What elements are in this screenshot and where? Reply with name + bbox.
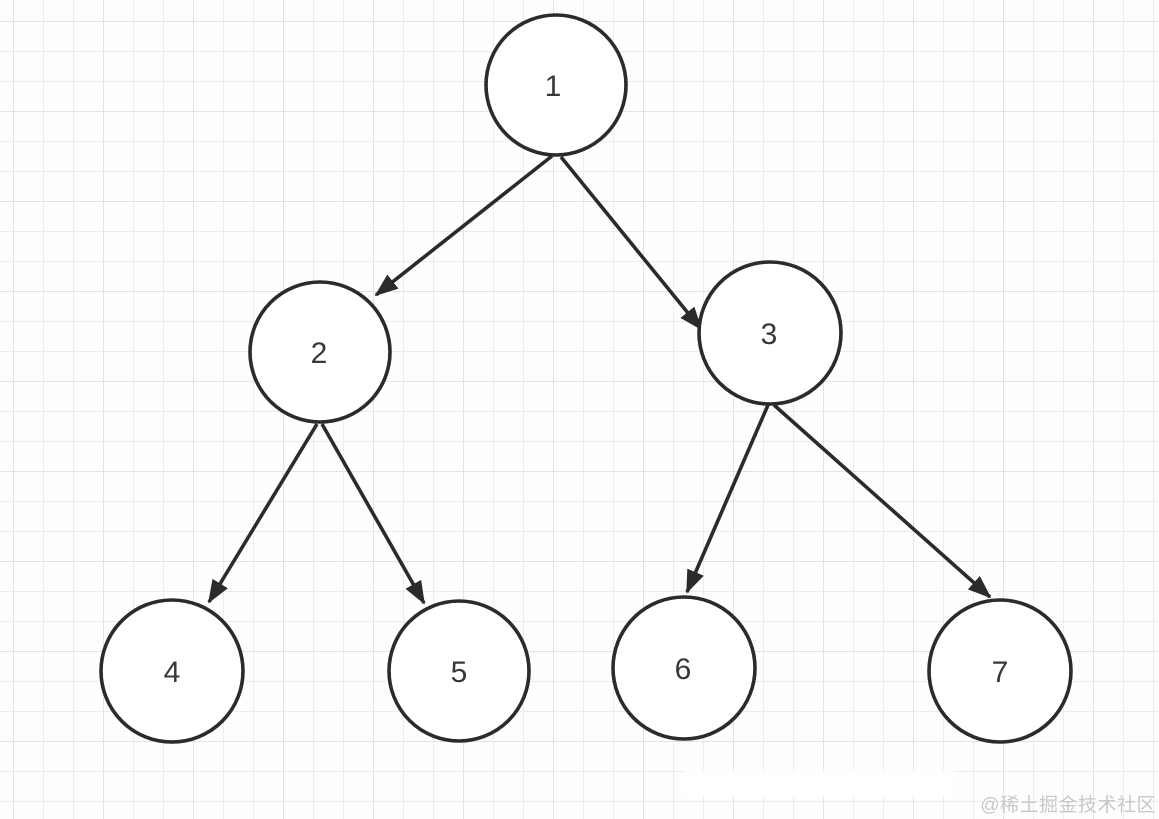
edge-3-6 xyxy=(685,404,770,594)
tree-node-4: 4 xyxy=(99,598,245,744)
node-5-label: 5 xyxy=(451,656,468,689)
tree-node-1: 1 xyxy=(484,13,628,157)
edge-2-4 xyxy=(207,423,319,604)
tree-edges xyxy=(207,154,992,605)
node-2-circle xyxy=(248,280,392,424)
node-6-circle xyxy=(611,595,757,741)
node-7-circle xyxy=(927,598,1073,744)
tree-node-5: 5 xyxy=(387,599,531,743)
watermark: @稀土掘金技术社区 xyxy=(980,795,1156,816)
tree-node-3: 3 xyxy=(697,260,843,406)
edge-3-7 xyxy=(772,403,992,599)
node-6-label: 6 xyxy=(675,653,692,686)
node-2-label: 2 xyxy=(311,337,328,370)
edge-1-2 xyxy=(374,154,554,297)
node-5-circle xyxy=(387,599,531,743)
tree-node-7: 7 xyxy=(927,598,1073,744)
edge-1-3 xyxy=(559,155,703,331)
node-4-circle xyxy=(99,598,245,744)
node-1-circle xyxy=(484,13,628,157)
node-1-label: 1 xyxy=(545,70,562,103)
tree-node-6: 6 xyxy=(611,595,757,741)
node-4-label: 4 xyxy=(164,656,181,689)
tree-node-2: 2 xyxy=(248,280,392,424)
watermark-cover-strip xyxy=(683,770,955,797)
tree-nodes: 1 2 3 4 5 6 7 xyxy=(99,13,1073,744)
edge-2-5 xyxy=(320,423,426,605)
node-7-label: 7 xyxy=(992,656,1009,689)
node-3-circle xyxy=(697,260,843,406)
node-3-label: 3 xyxy=(761,318,778,351)
